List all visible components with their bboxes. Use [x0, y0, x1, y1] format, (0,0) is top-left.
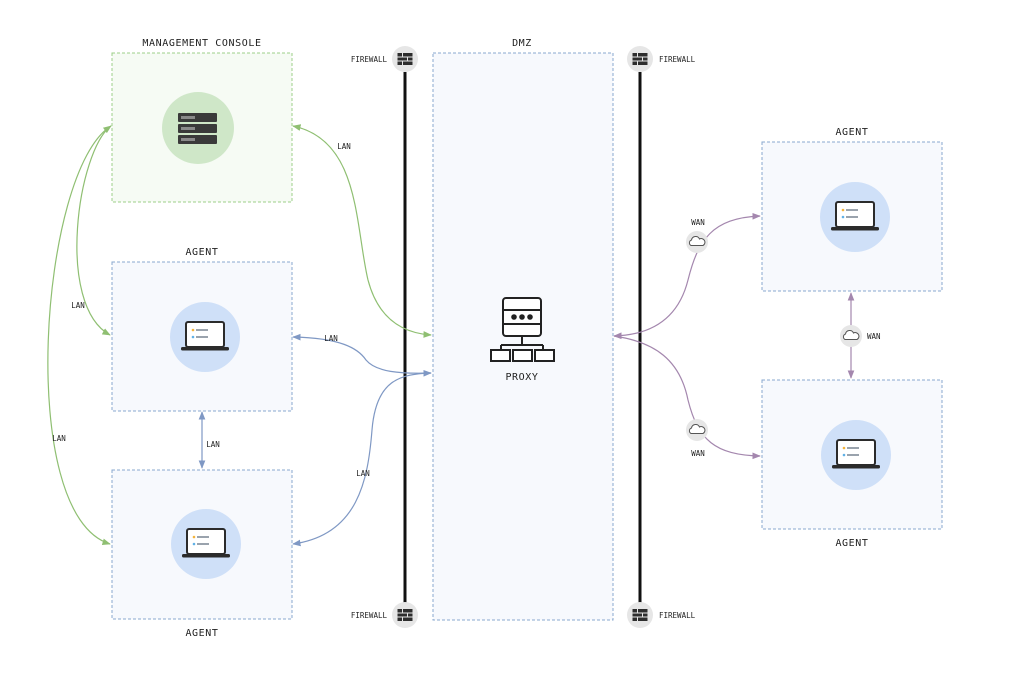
- firewall-icon: [626, 45, 654, 73]
- proxy-network-icon: [490, 297, 555, 362]
- lan-label: LAN: [52, 434, 66, 443]
- agent-title-left-bottom: AGENT: [185, 628, 218, 639]
- lan-label: LAN: [71, 301, 85, 310]
- lan-link-console-to-proxy: [292, 124, 432, 338]
- firewall-label-top-right: FIREWALL: [659, 55, 696, 64]
- firewall-label-bottom-left: FIREWALL: [351, 611, 388, 620]
- management-console-title: MANAGEMENT CONSOLE: [142, 38, 261, 49]
- agent-title-right-bottom: AGENT: [835, 538, 868, 549]
- lan-label: LAN: [337, 142, 351, 151]
- server-rack-icon: [162, 92, 234, 164]
- firewall-icon: [391, 45, 419, 73]
- laptop-icon: [821, 420, 891, 490]
- lan-link-agent-middle-to-proxy: [292, 333, 432, 377]
- wan-label: WAN: [691, 449, 705, 458]
- lan-label: LAN: [356, 469, 370, 478]
- laptop-icon: [170, 302, 240, 372]
- dmz-title: DMZ: [512, 38, 532, 49]
- laptop-icon: [820, 182, 890, 252]
- agent-title-right-top: AGENT: [835, 127, 868, 138]
- lan-link-console-to-agent-middle: [76, 125, 112, 336]
- lan-label: LAN: [206, 440, 220, 449]
- wan-label: WAN: [691, 218, 705, 227]
- cloud-icon: [685, 418, 709, 442]
- lan-link-agent-bottom-to-proxy: [292, 372, 432, 547]
- firewall-icon: [626, 601, 654, 629]
- laptop-icon: [171, 509, 241, 579]
- lan-link-console-to-agent-bottom: [47, 125, 112, 545]
- wan-link-proxy-to-agent-top: [613, 212, 761, 340]
- proxy-label: PROXY: [505, 372, 538, 383]
- cloud-icon: [685, 230, 709, 254]
- firewall-icon: [391, 601, 419, 629]
- firewall-label-top-left: FIREWALL: [351, 55, 388, 64]
- lan-label: LAN: [324, 334, 338, 343]
- firewall-label-bottom-right: FIREWALL: [659, 611, 696, 620]
- agent-title-left-middle: AGENT: [185, 247, 218, 258]
- wan-link-proxy-to-agent-bottom: [613, 335, 761, 460]
- cloud-icon: [839, 324, 863, 348]
- wan-label: WAN: [867, 332, 881, 341]
